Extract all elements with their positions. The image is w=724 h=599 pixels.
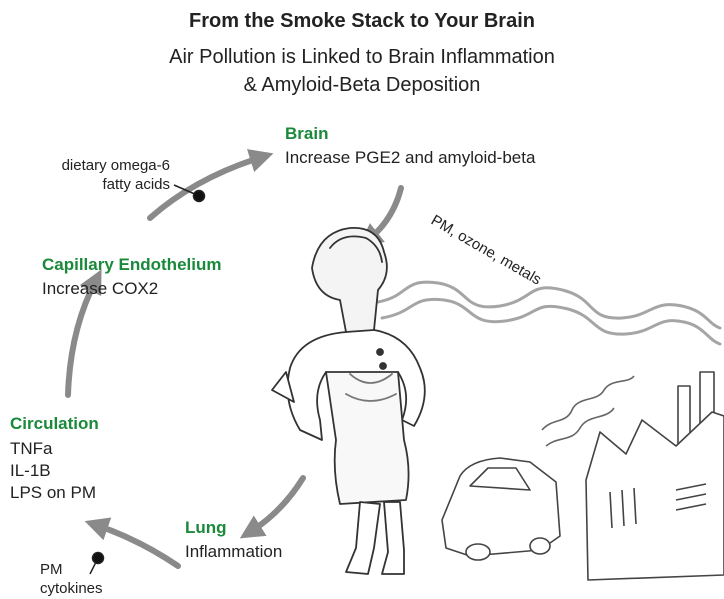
dietary-connector-dot (192, 189, 206, 203)
pollutants-label: PM, ozone, metals (428, 212, 544, 289)
dietary-input-line-1: dietary omega-6 (61, 157, 170, 174)
arrow-circulation-to-capillary (65, 269, 102, 398)
arrow-capillary-to-brain (147, 149, 274, 221)
arrow-input-to-circulation (84, 517, 181, 569)
pm-input-line-2: cytokines (40, 580, 103, 597)
circulation-item: IL-1B (10, 461, 51, 480)
circulation-heading: Circulation (10, 414, 99, 433)
capillary-text: Increase COX2 (42, 279, 159, 298)
input-connectors (89, 184, 206, 575)
capillary-heading: Capillary Endothelium (42, 255, 222, 274)
factory-icon (585, 371, 724, 581)
pm-input-line-1: PM (40, 561, 63, 578)
circulation-list: TNFa IL-1B LPS on PM (10, 438, 96, 504)
brain-text: Increase PGE2 and amyloid-beta (285, 148, 536, 167)
subtitle-line-2: & Amyloid-Beta Deposition (243, 74, 481, 96)
subtitle-line-1: Air Pollution is Linked to Brain Inflamm… (169, 46, 555, 68)
arrow-person-to-lung (239, 475, 306, 539)
lung-heading: Lung (185, 518, 227, 537)
cycle-arrows (65, 149, 404, 569)
dietary-input-line-2: fatty acids (102, 176, 170, 193)
dietary-input-label: dietary omega-6 fatty acids (60, 156, 170, 194)
circulation-item: TNFa (10, 439, 53, 458)
woman-figure-icon (271, 227, 426, 575)
pm-connector-dot (91, 551, 105, 565)
pm-input-label: PM cytokines (40, 560, 103, 598)
dietary-connector-line (173, 184, 198, 196)
circulation-item: LPS on PM (10, 483, 96, 502)
smoke-trail-icon (376, 280, 722, 346)
page-title: From the Smoke Stack to Your Brain (188, 10, 535, 32)
lung-text: Inflammation (185, 542, 283, 561)
car-icon (441, 375, 635, 561)
brain-heading: Brain (285, 124, 329, 143)
